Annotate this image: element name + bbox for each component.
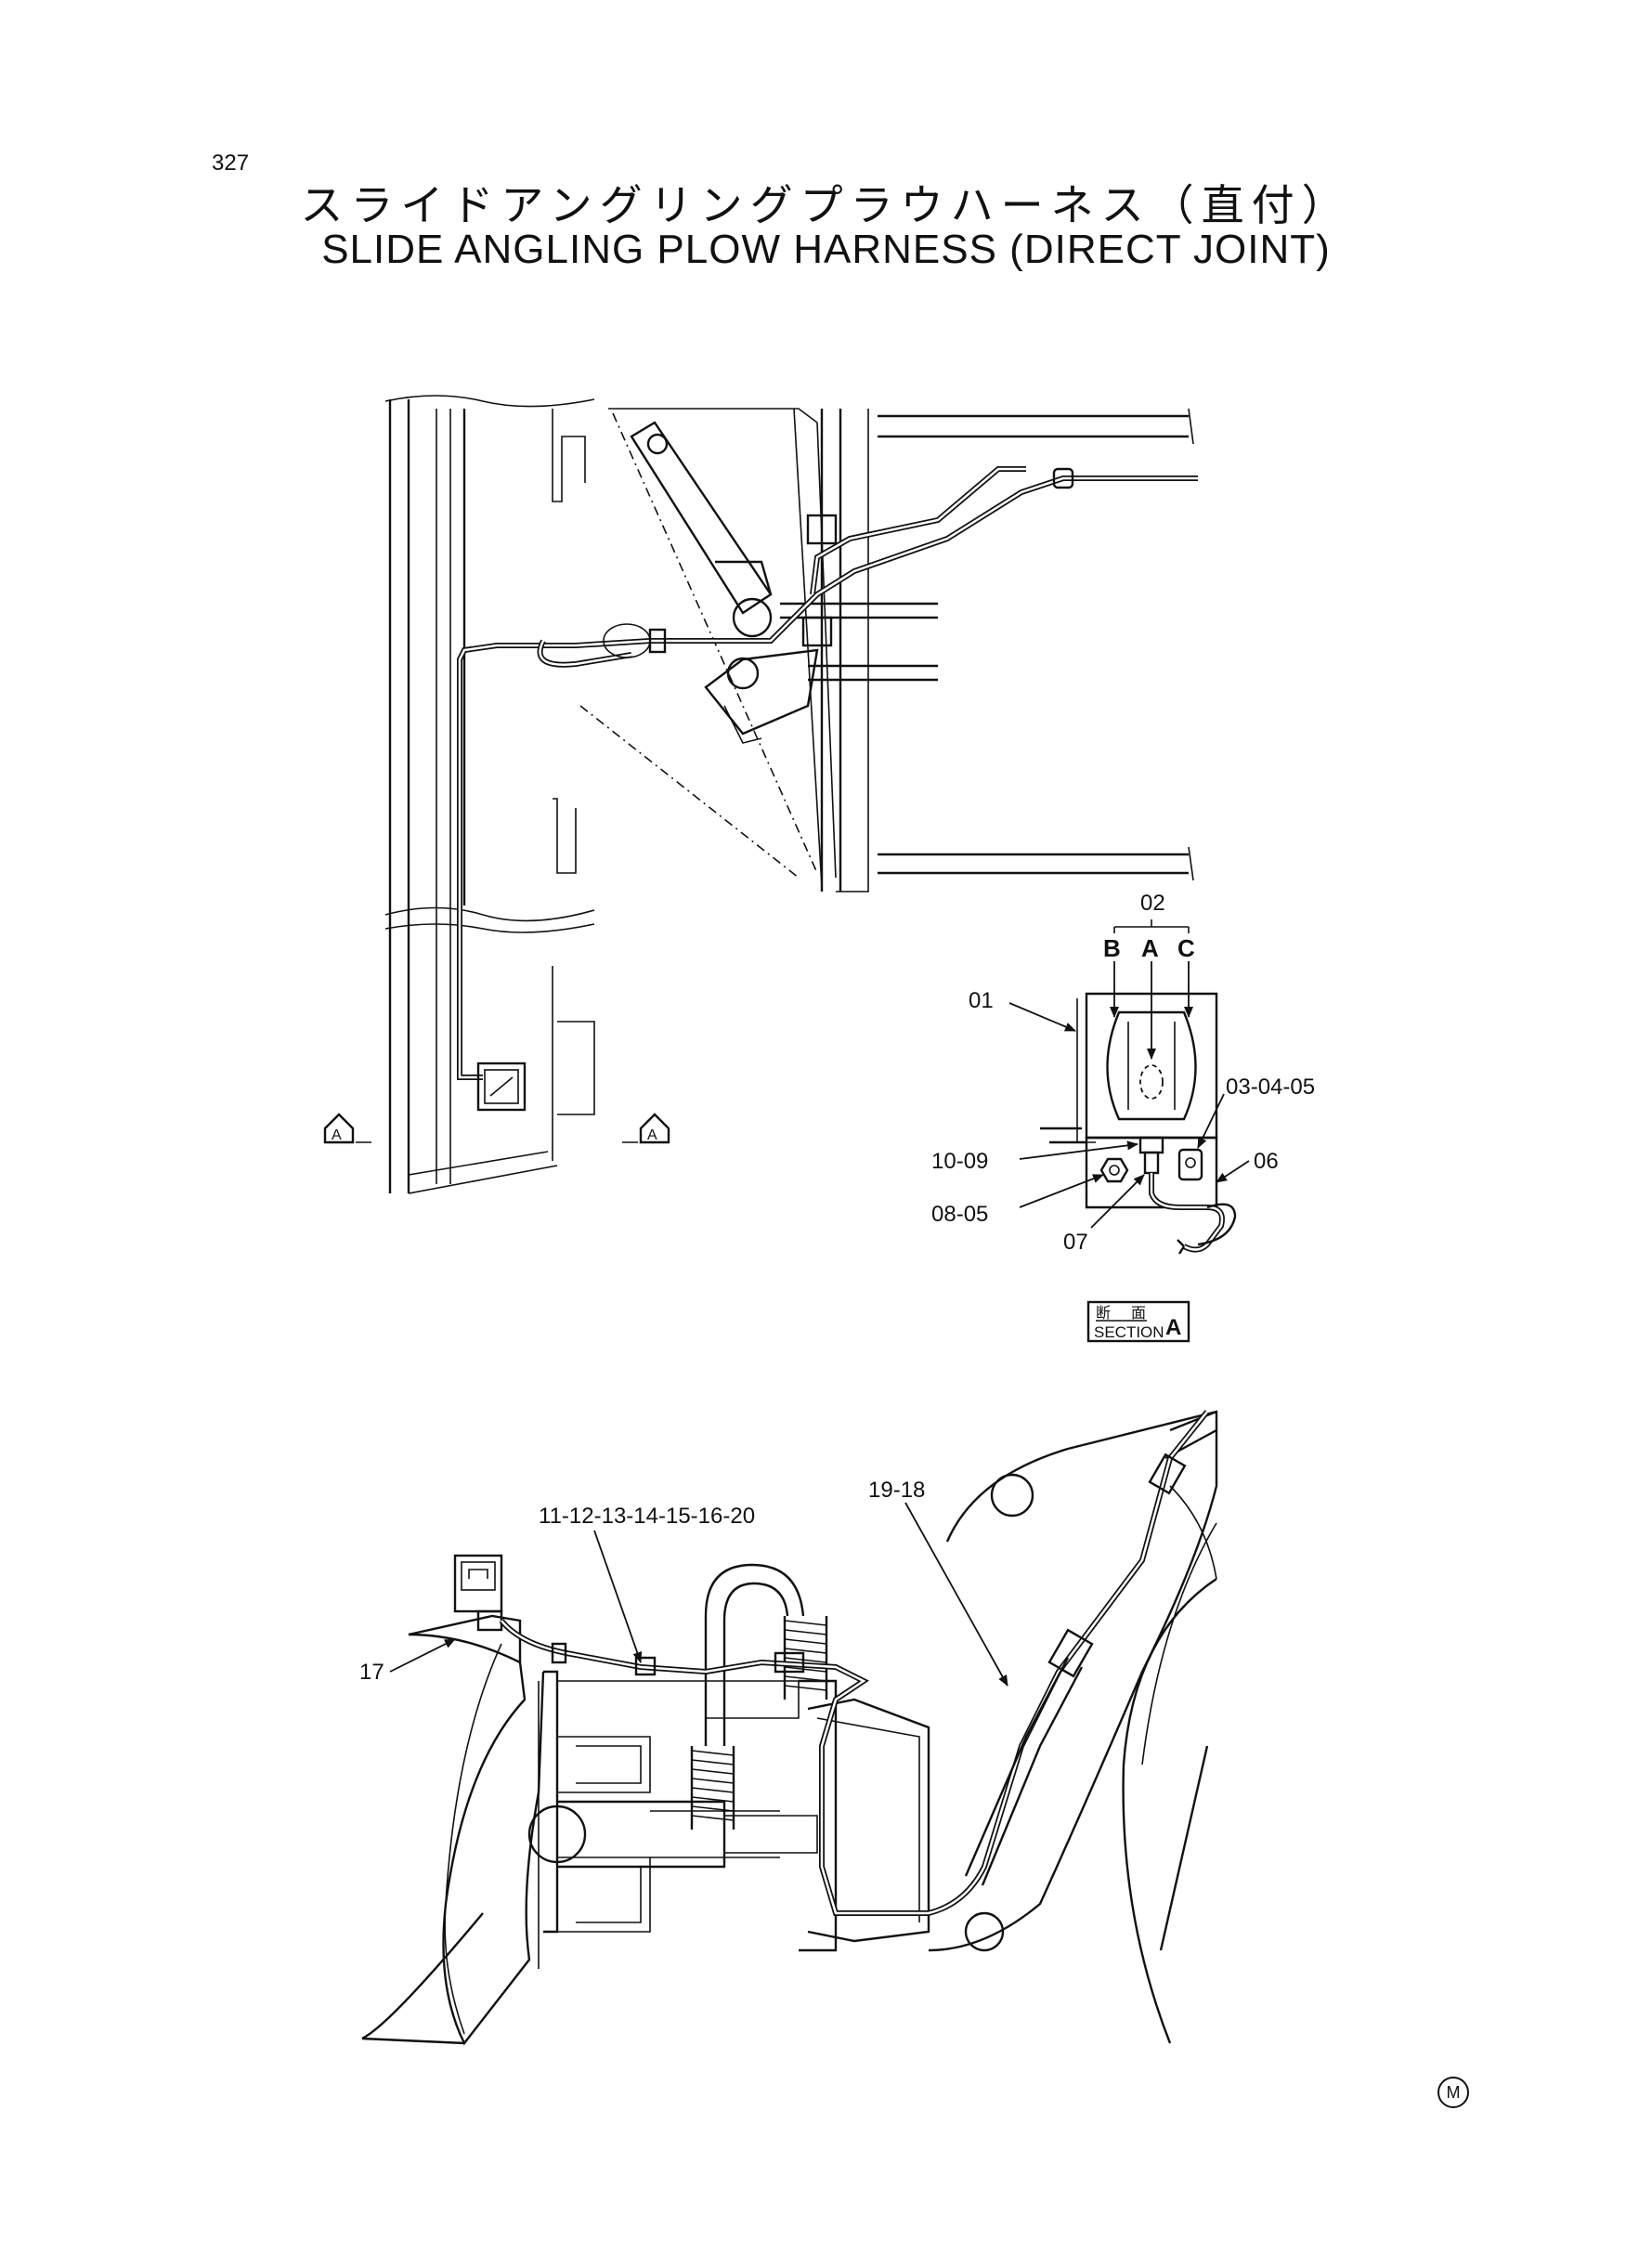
callout-08-05: 08-05 bbox=[931, 1202, 988, 1227]
svg-text:A: A bbox=[1165, 1315, 1181, 1340]
svg-text:SECTION: SECTION bbox=[1094, 1323, 1164, 1341]
title-japanese: スライドアングリングプラウハーネス（直付） bbox=[300, 180, 1352, 230]
callout-07: 07 bbox=[1063, 1230, 1088, 1255]
callout-a: A bbox=[1141, 934, 1159, 962]
svg-text:断: 断 bbox=[1096, 1304, 1111, 1322]
callout-01: 01 bbox=[969, 988, 994, 1013]
callout-b: B bbox=[1103, 934, 1121, 962]
callout-19-18: 19-18 bbox=[868, 1478, 925, 1503]
callout-03-04-05: 03-04-05 bbox=[1226, 1075, 1315, 1100]
bellows-left bbox=[690, 1746, 735, 1830]
page-number: 327 bbox=[212, 150, 250, 176]
section-marker-left: A bbox=[323, 1113, 371, 1144]
callout-02: 02 bbox=[1140, 891, 1165, 916]
bellows-right bbox=[783, 1616, 828, 1700]
svg-text:A: A bbox=[647, 1127, 657, 1143]
section-marker-right: A bbox=[622, 1113, 670, 1144]
section-label-box: 断 面 SECTION A bbox=[1086, 1300, 1190, 1343]
callout-11-20: 11-12-13-14-15-16-20 bbox=[539, 1504, 755, 1529]
svg-text:面: 面 bbox=[1131, 1304, 1146, 1322]
callout-c: C bbox=[1177, 934, 1195, 962]
callout-17: 17 bbox=[359, 1660, 384, 1685]
title-english: SLIDE ANGLING PLOW HARNESS (DIRECT JOINT… bbox=[321, 227, 1331, 272]
top-view: A A bbox=[323, 395, 1198, 1194]
svg-text:A: A bbox=[332, 1127, 342, 1143]
side-view: 11-12-13-14-15-16-20 19-18 17 bbox=[359, 1410, 1218, 2046]
manufacturer-mark: M bbox=[1437, 2077, 1469, 2108]
section-a-detail: 02 B A C 01 03-04-05 06 10-09 08-05 07 断… bbox=[931, 891, 1315, 1343]
callout-06: 06 bbox=[1254, 1149, 1279, 1174]
callout-10-09: 10-09 bbox=[931, 1149, 988, 1174]
